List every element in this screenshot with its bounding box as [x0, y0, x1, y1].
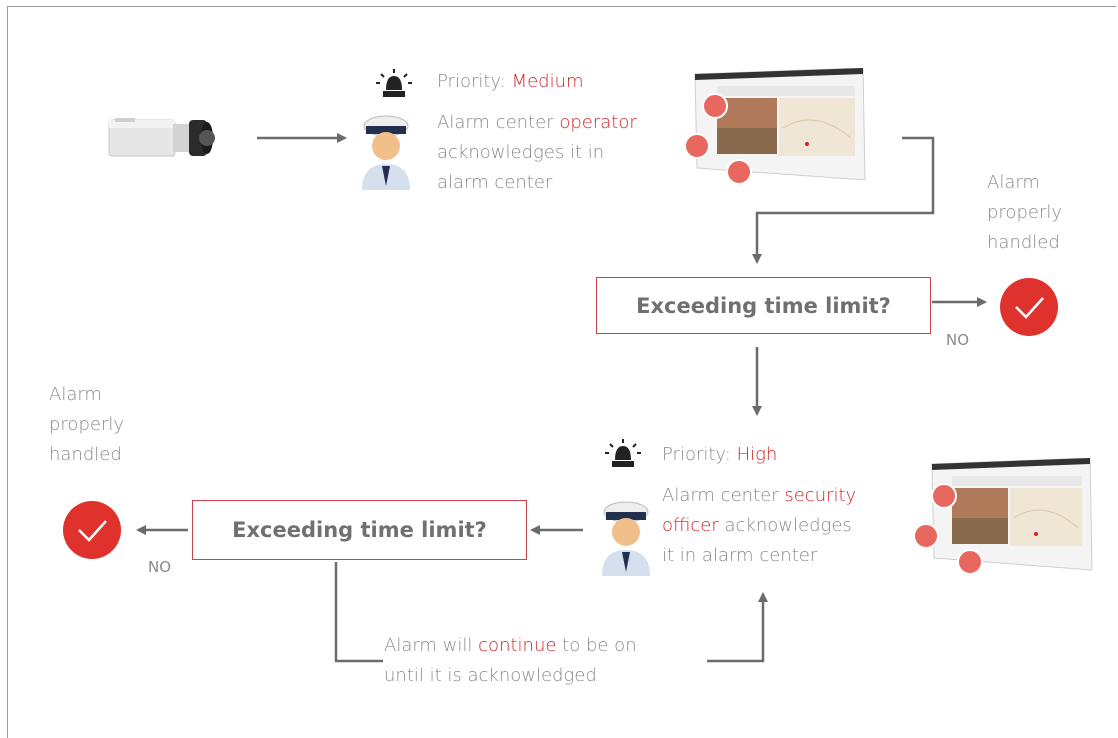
- step1-line3: alarm center: [437, 172, 553, 193]
- decision-exceeding-time-limit-2: Exceeding time limit?: [192, 500, 527, 560]
- security-guard-icon: [362, 115, 410, 190]
- role-operator: operator: [559, 112, 637, 133]
- loop-note-line1: Alarm will continue to be on: [384, 635, 637, 656]
- diagram-frame: [7, 6, 1116, 738]
- priority-value-medium: Medium: [511, 71, 584, 92]
- step2-line2: officer acknowledges: [662, 515, 852, 536]
- decision-exceeding-time-limit-1: Exceeding time limit?: [596, 277, 931, 334]
- loop-note-line2: until it is acknowledged: [384, 665, 597, 686]
- priority-label: Priority:: [662, 444, 731, 465]
- result2-text: Alarm properly handled: [49, 384, 124, 465]
- role-officer: officer: [662, 515, 719, 536]
- step1-line2: acknowledges it in: [437, 142, 605, 163]
- priority-label: Priority:: [437, 71, 506, 92]
- step1-description: Alarm center operator acknowledges it in…: [437, 108, 657, 198]
- loop-note: Alarm will continue to be on until it is…: [384, 631, 704, 691]
- check-icon: [1000, 278, 1058, 336]
- continue-highlight: continue: [478, 635, 557, 656]
- result1-text: Alarm properly handled: [987, 172, 1062, 253]
- alarm-siren-icon: [605, 439, 641, 467]
- alarm-center-screen-icon: [685, 68, 866, 185]
- camera-icon: [108, 118, 215, 157]
- alarm-center-screen-icon: [913, 458, 1093, 575]
- priority-value-high: High: [736, 444, 778, 465]
- loop-arrow-right: [707, 592, 768, 663]
- loop-line-left: [334, 562, 383, 663]
- step2-priority: Priority: High: [662, 440, 777, 470]
- arrow-screen1-to-decision1: [752, 136, 935, 264]
- role-security: security: [784, 485, 857, 506]
- step1-line1: Alarm center operator: [437, 112, 637, 133]
- step2-line3: it in alarm center: [662, 545, 818, 566]
- check-icon: [63, 501, 121, 559]
- step2-description: Alarm center security officer acknowledg…: [662, 481, 892, 571]
- alarm-siren-icon: [376, 69, 412, 97]
- step2-line1: Alarm center security: [662, 485, 857, 506]
- no-label-2: NO: [148, 558, 172, 576]
- no-label-1: NO: [946, 331, 970, 349]
- security-guard-icon: [602, 501, 650, 576]
- step1-priority: Priority: Medium: [437, 67, 584, 97]
